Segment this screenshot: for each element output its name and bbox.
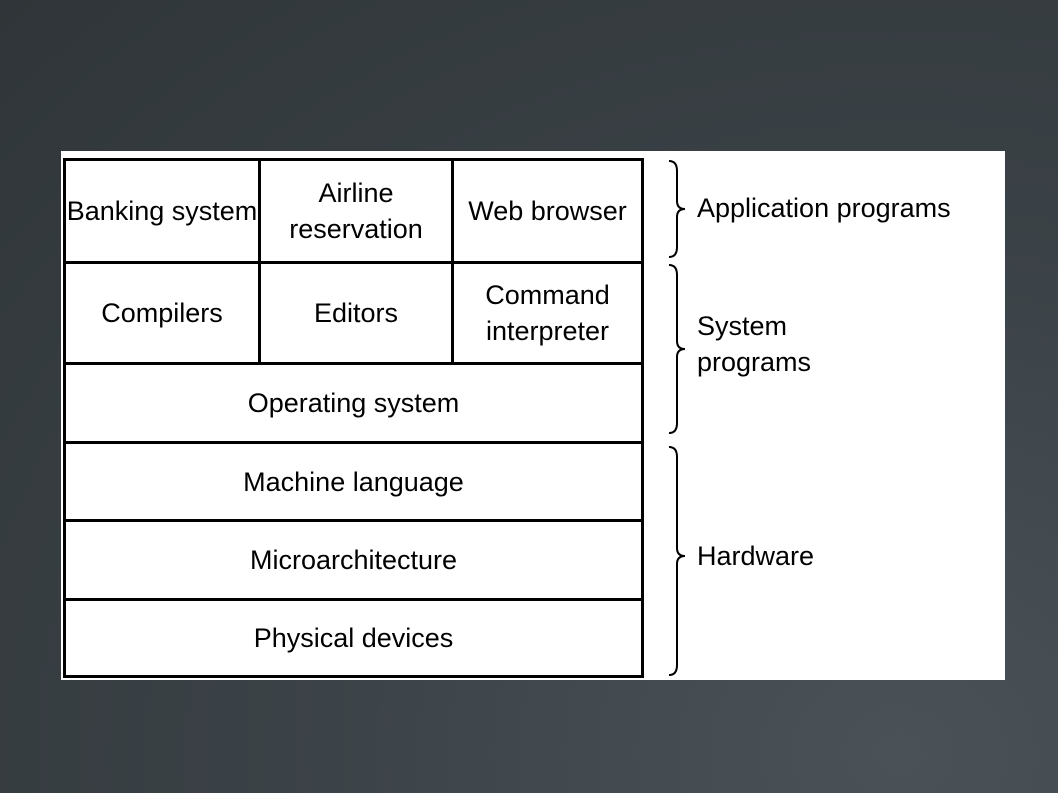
cell-airline-reservation: Airline reservation <box>289 178 423 244</box>
row-divider <box>66 598 641 601</box>
column-divider <box>258 161 261 362</box>
brace-application-programs <box>668 160 686 258</box>
cell-microarchitecture: Microarchitecture <box>249 545 458 575</box>
label-application-programs: Application programs <box>697 193 951 223</box>
row-divider <box>66 441 641 444</box>
cell-operating-system: Operating system <box>247 388 460 418</box>
cell-editors: Editors <box>313 298 399 328</box>
cell-command-interpreter: Command interpreter <box>485 280 610 346</box>
cell-compilers: Compilers <box>101 298 223 328</box>
brace-hardware <box>668 446 686 676</box>
cell-machine-language: Machine language <box>243 466 464 497</box>
row-divider <box>66 519 641 522</box>
diagram-panel: Banking system Airline reservation Web b… <box>61 151 1005 680</box>
column-divider <box>451 161 454 362</box>
cell-banking-system: Banking system <box>66 196 258 226</box>
brace-system-programs <box>668 264 686 434</box>
row-divider <box>66 261 641 264</box>
label-system-programs: System programs <box>697 311 812 377</box>
layer-stack: Banking system Airline reservation Web b… <box>63 158 644 678</box>
label-hardware: Hardware <box>697 541 815 571</box>
cell-web-browser: Web browser <box>468 196 627 226</box>
cell-physical-devices: Physical devices <box>253 623 454 653</box>
row-divider <box>66 362 641 365</box>
